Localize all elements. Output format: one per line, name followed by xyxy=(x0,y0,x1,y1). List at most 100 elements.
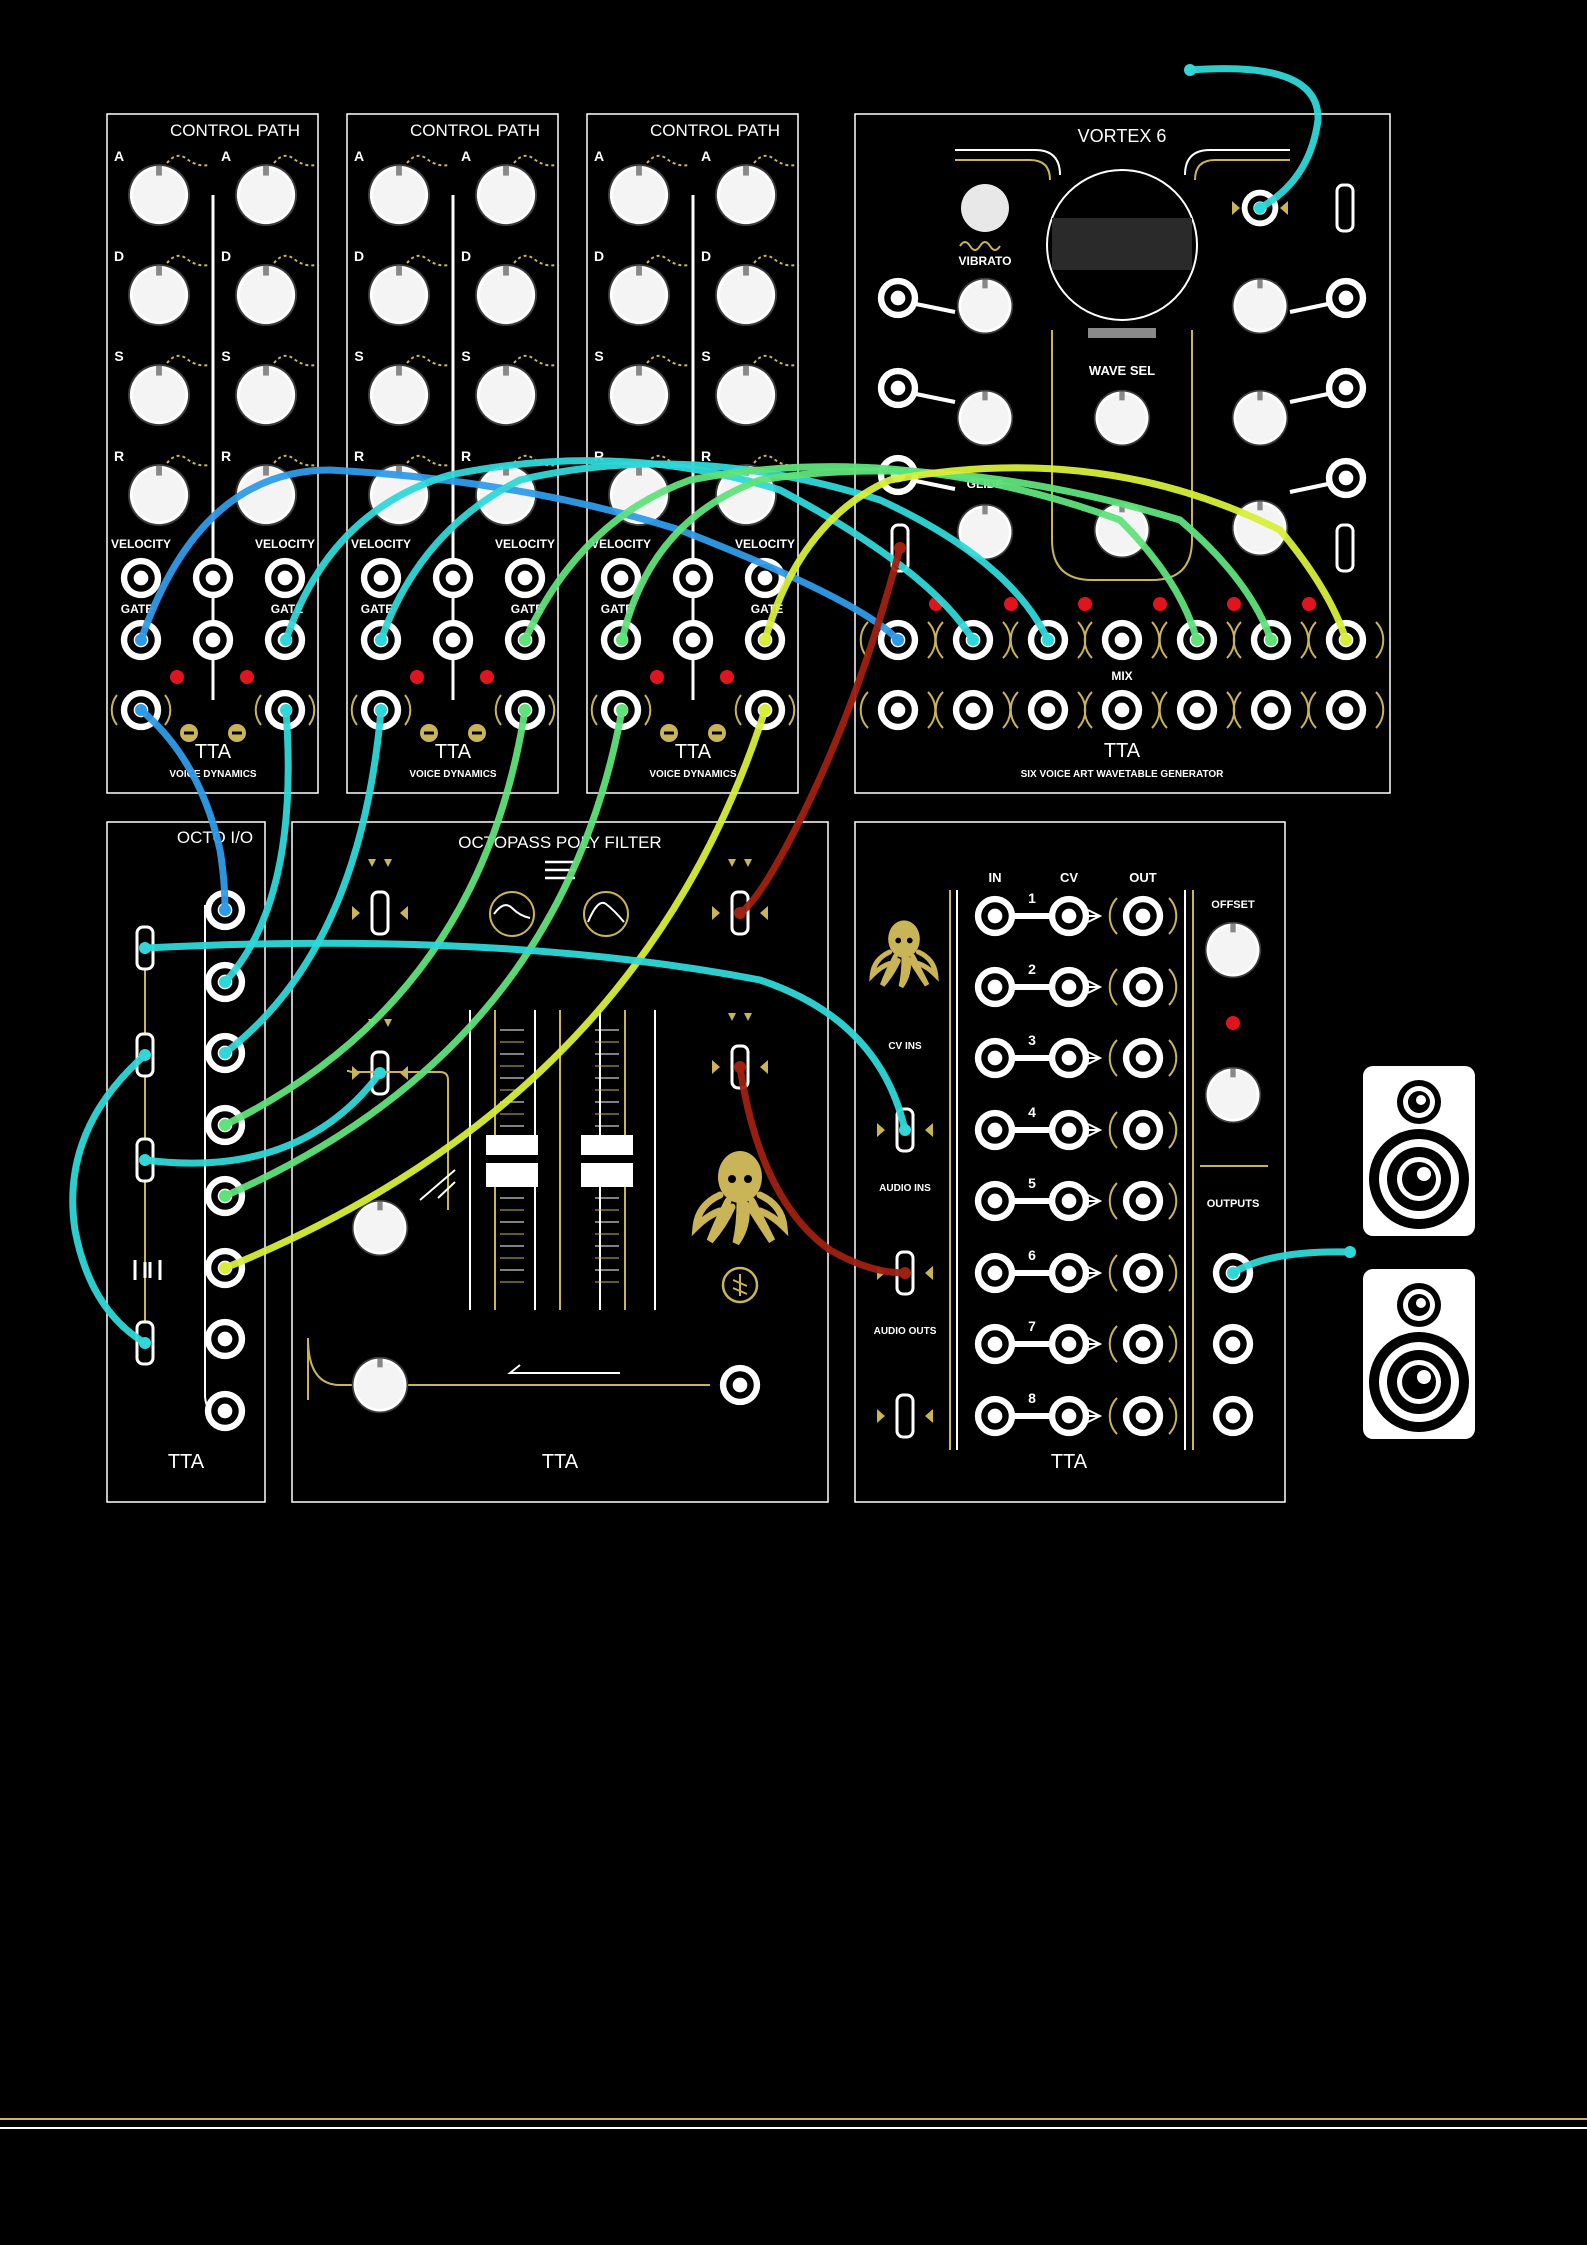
filter-switch-1[interactable] xyxy=(370,890,390,936)
velocity-jack-2[interactable] xyxy=(192,557,234,599)
knob-a-1[interactable] xyxy=(127,163,191,227)
left-knob-2[interactable] xyxy=(956,389,1014,447)
voice-out-jack-4[interactable] xyxy=(1101,619,1143,661)
cable-red-1-plug[interactable] xyxy=(734,907,746,919)
knob-a-2[interactable] xyxy=(234,163,298,227)
cv-jack-6[interactable] xyxy=(1048,1252,1090,1294)
in-jack-8[interactable] xyxy=(974,1395,1016,1437)
right-cv-jack-2[interactable] xyxy=(1325,367,1367,409)
cable-io-filter[interactable] xyxy=(141,1069,384,1167)
right-cv-jack-1[interactable] xyxy=(1325,277,1367,319)
cable-gate-6-plug[interactable] xyxy=(1340,634,1352,646)
out-jack-7[interactable] xyxy=(1122,1323,1164,1365)
cable-speaker[interactable] xyxy=(1229,1248,1354,1277)
out-jack-1[interactable] xyxy=(1122,895,1164,937)
cable-gate-5-plug[interactable] xyxy=(1265,634,1277,646)
resonance-knob[interactable] xyxy=(351,1356,409,1414)
cable-io-filter-plug[interactable] xyxy=(374,1067,386,1079)
cable-env-3-plug[interactable] xyxy=(219,1047,231,1059)
knob-s-1[interactable] xyxy=(367,363,431,427)
cable-env-3-plug[interactable] xyxy=(375,704,387,716)
cable-gate-6-plug[interactable] xyxy=(759,634,771,646)
cable-env-6-plug[interactable] xyxy=(759,704,771,716)
cable-gate-1[interactable] xyxy=(137,466,902,644)
right-switch[interactable] xyxy=(1335,523,1355,573)
cable-gate-2-plug[interactable] xyxy=(280,634,292,646)
vibrato-knob[interactable] xyxy=(956,277,1014,335)
knob-a-2[interactable] xyxy=(714,163,778,227)
out-jack-8[interactable] xyxy=(1122,1395,1164,1437)
cable-gate-4-plug[interactable] xyxy=(1191,634,1203,646)
cable-cv-ins-plug[interactable] xyxy=(139,942,151,954)
cable-red-1-plug[interactable] xyxy=(894,542,906,554)
cable-red-1[interactable] xyxy=(736,544,904,917)
cable-env-5-plug[interactable] xyxy=(219,1190,231,1202)
velocity-jack-2[interactable] xyxy=(432,557,474,599)
voice-in-jack-1[interactable] xyxy=(877,689,919,731)
knob-d-2[interactable] xyxy=(714,263,778,327)
cable-pitch-plug[interactable] xyxy=(1254,202,1266,214)
in-jack-4[interactable] xyxy=(974,1109,1016,1151)
right-knob-1[interactable] xyxy=(1231,277,1289,335)
voice-in-jack-7[interactable] xyxy=(1325,689,1367,731)
voice-in-jack-3[interactable] xyxy=(1027,689,1069,731)
cv-jack-2[interactable] xyxy=(1048,966,1090,1008)
cable-env-4-plug[interactable] xyxy=(219,1119,231,1131)
io-jack-8[interactable] xyxy=(204,1390,246,1432)
cable-io-filter-plug[interactable] xyxy=(139,1154,151,1166)
vibrato-button[interactable] xyxy=(961,184,1009,232)
knob-s-2[interactable] xyxy=(474,363,538,427)
cv-jack-3[interactable] xyxy=(1048,1037,1090,1079)
knob-a-1[interactable] xyxy=(607,163,671,227)
cv-jack-8[interactable] xyxy=(1048,1395,1090,1437)
in-jack-3[interactable] xyxy=(974,1037,1016,1079)
velocity-jack-1[interactable] xyxy=(120,557,162,599)
knob-s-2[interactable] xyxy=(234,363,298,427)
cable-env-2[interactable] xyxy=(221,706,292,986)
velocity-jack-1[interactable] xyxy=(360,557,402,599)
cable-io-loop-plug[interactable] xyxy=(139,1337,151,1349)
cable-gate-4-plug[interactable] xyxy=(519,634,531,646)
knob-d-1[interactable] xyxy=(127,263,191,327)
knob-d-2[interactable] xyxy=(474,263,538,327)
cable-env-3[interactable] xyxy=(221,706,385,1057)
voice-in-jack-5[interactable] xyxy=(1176,689,1218,731)
out-jack-5[interactable] xyxy=(1122,1180,1164,1222)
cable-gate-2-plug[interactable] xyxy=(967,634,979,646)
out-jack-3[interactable] xyxy=(1122,1037,1164,1079)
filter-out-jack[interactable] xyxy=(719,1364,761,1406)
main-out-jack-2[interactable] xyxy=(1212,1323,1254,1365)
in-jack-5[interactable] xyxy=(974,1180,1016,1222)
cable-io-loop[interactable] xyxy=(69,1051,149,1347)
io-jack-7[interactable] xyxy=(204,1318,246,1360)
knob-r-1[interactable] xyxy=(127,463,191,527)
main-out-jack-3[interactable] xyxy=(1212,1395,1254,1437)
cable-env-1[interactable] xyxy=(137,706,229,914)
right-cv-jack-3[interactable] xyxy=(1325,457,1367,499)
router-switch-3[interactable] xyxy=(895,1393,915,1439)
knob-d-2[interactable] xyxy=(234,263,298,327)
cable-gate-1-plug[interactable] xyxy=(135,634,147,646)
cable-env-6[interactable] xyxy=(221,706,769,1272)
cable-pitch[interactable] xyxy=(1186,65,1322,212)
cable-speaker-plug[interactable] xyxy=(1227,1267,1239,1279)
cable-red-2-plug[interactable] xyxy=(734,1061,746,1073)
cv-jack-4[interactable] xyxy=(1048,1109,1090,1151)
cable-io-loop-plug[interactable] xyxy=(139,1049,151,1061)
velocity-jack-3[interactable] xyxy=(504,557,546,599)
cable-env-2-plug[interactable] xyxy=(219,976,231,988)
cable-env-5-plug[interactable] xyxy=(616,704,628,716)
knob-d-1[interactable] xyxy=(367,263,431,327)
voice-in-jack-2[interactable] xyxy=(952,689,994,731)
cable-env-4-plug[interactable] xyxy=(519,704,531,716)
offset-knob[interactable] xyxy=(1204,921,1262,979)
velocity-jack-3[interactable] xyxy=(264,557,306,599)
out-jack-4[interactable] xyxy=(1122,1109,1164,1151)
cable-gate-6[interactable] xyxy=(761,464,1350,644)
in-jack-7[interactable] xyxy=(974,1323,1016,1365)
cv-jack-7[interactable] xyxy=(1048,1323,1090,1365)
cable-cv-ins-plug[interactable] xyxy=(899,1124,911,1136)
top-switch[interactable] xyxy=(1335,183,1355,233)
wave-sel-knob[interactable] xyxy=(1093,389,1151,447)
in-jack-6[interactable] xyxy=(974,1252,1016,1294)
